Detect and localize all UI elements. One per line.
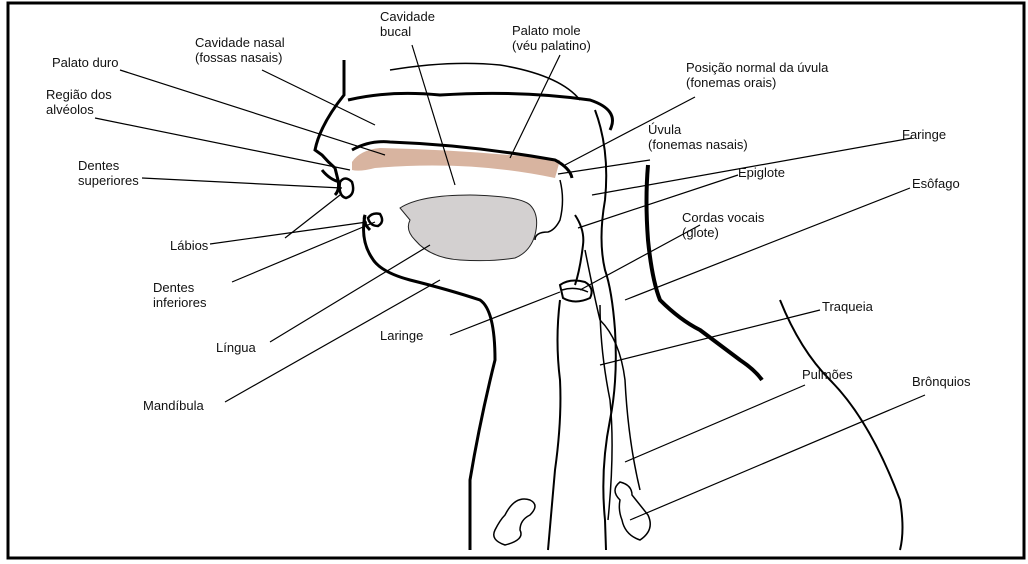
label-uvula: Úvula (fonemas nasais) [648, 122, 748, 152]
esophagus-line [647, 165, 763, 380]
label-palato-duro: Palato duro [52, 55, 119, 70]
pharynx-front-wall [535, 180, 563, 240]
label-traqueia: Traqueia [822, 299, 873, 314]
posterior-pharynx-wall [595, 110, 616, 550]
label-mandibula: Mandíbula [143, 398, 204, 413]
label-dentes-superiores: Dentes superiores [78, 158, 139, 188]
label-laringe: Laringe [380, 328, 423, 343]
bronchi-left [494, 499, 535, 545]
epiglottis [575, 215, 583, 285]
label-labios: Lábios [170, 238, 208, 253]
label-faringe: Faringe [902, 127, 946, 142]
leader-bronquios [630, 395, 925, 520]
label-palato-mole: Palato mole (véu palatino) [512, 23, 591, 53]
leader-laringe [450, 292, 560, 335]
leader-palato-mole [510, 55, 560, 158]
vocal-cords-line [562, 288, 588, 292]
label-esofago: Esôfago [912, 176, 960, 191]
label-lingua: Língua [216, 340, 256, 355]
trachea-left [548, 300, 560, 550]
palate-shading [352, 148, 560, 178]
label-dentes-inferiores: Dentes inferiores [153, 280, 206, 310]
label-epiglote: Epiglote [738, 165, 785, 180]
leader-dentes-superiores [142, 178, 342, 188]
bronchi-right [615, 482, 650, 540]
label-cavidade-nasal: Cavidade nasal (fossas nasais) [195, 35, 285, 65]
label-pulmoes: Pulmões [802, 367, 853, 382]
leader-lines [95, 45, 925, 520]
leader-pulmoes [625, 385, 805, 462]
trachea-right [600, 305, 612, 520]
leader-labios-2 [285, 195, 340, 238]
label-cavidade-bucal: Cavidade bucal [380, 9, 435, 39]
leader-esofago [625, 188, 910, 300]
jaw-contour [364, 215, 495, 550]
neck-contour [780, 300, 903, 550]
leader-traqueia [600, 310, 820, 365]
face-contour [315, 60, 344, 195]
label-regiao-alveolos: Região dos alvéolos [46, 87, 112, 117]
label-bronquios: Brônquios [912, 374, 971, 389]
nasal-roof [348, 93, 613, 130]
label-posicao-uvula: Posição normal da úvula (fonemas orais) [686, 60, 828, 90]
label-cordas-vocais: Cordas vocais (glote) [682, 210, 764, 240]
leader-labios-1 [210, 222, 367, 244]
